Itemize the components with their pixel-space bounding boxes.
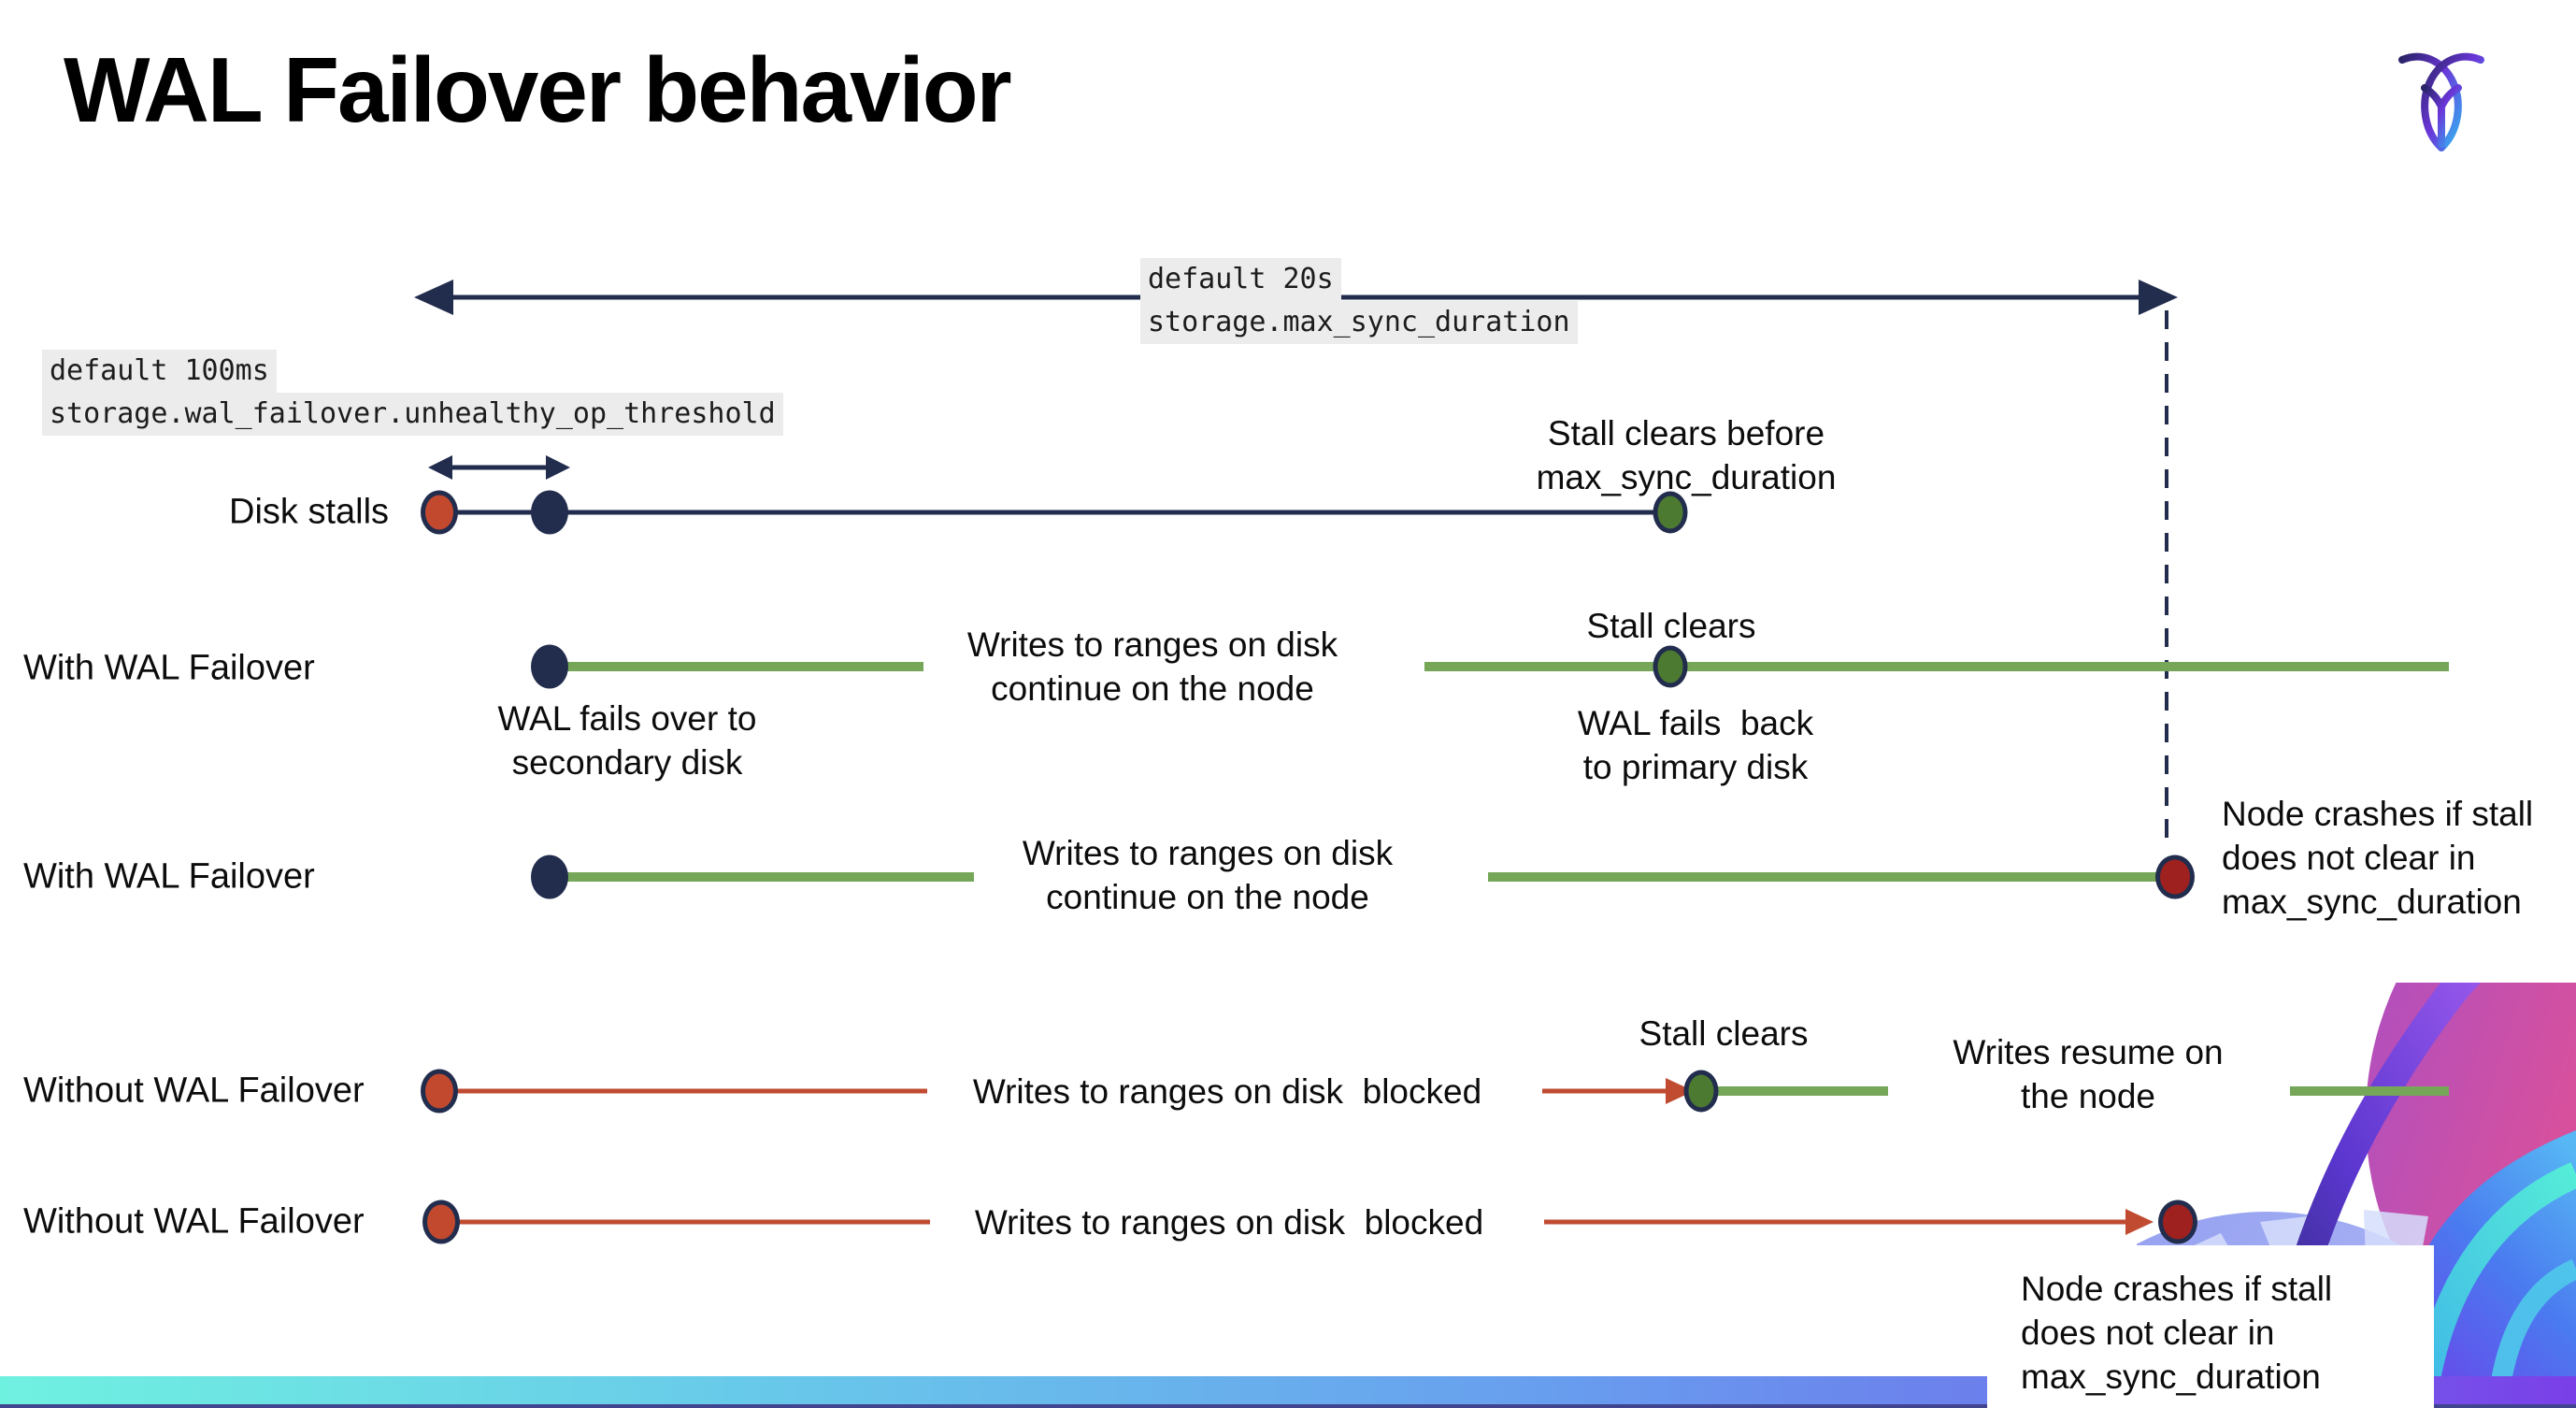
note-line: Stall clears before — [1547, 414, 1825, 453]
writes-blocked-note: Writes to ranges on disk blocked — [973, 1070, 1481, 1113]
unhealthy-threshold-default-label: default 100ms — [42, 350, 277, 393]
max-sync-default-label: default 20s — [1140, 258, 1341, 301]
wal-fails-back-note: WAL fails back to primary disk — [1578, 701, 1813, 789]
writes-continue-line — [1424, 662, 2449, 671]
writes-continue-line — [565, 662, 923, 671]
writes-continue-note: Writes to ranges on disk continue on the… — [1023, 831, 1393, 919]
writes-resume-note: Writes resume on the node — [1953, 1030, 2223, 1118]
wal-fails-over-note: WAL fails over to secondary disk — [498, 697, 757, 784]
note-line: WAL fails back — [1577, 704, 1814, 742]
max-sync-setting-label: storage.max_sync_duration — [1140, 301, 1578, 344]
note-line: does not clear in — [2222, 839, 2476, 877]
writes-blocked-line — [451, 1088, 927, 1094]
wal-failover-dot — [531, 644, 568, 689]
note-line: Writes to ranges on disk blocked — [974, 1203, 1484, 1242]
row-label-with-wal-failover-2: With WAL Failover — [23, 856, 315, 897]
writes-resume-line — [1714, 1086, 1888, 1096]
note-line: Node crashes if stall — [2021, 1270, 2333, 1308]
stall-clears-dot — [1653, 491, 1688, 534]
note-line: Writes to ranges on disk — [1022, 834, 1394, 872]
arrowhead-right-icon — [2139, 280, 2178, 315]
max-sync-deadline-dashed-line — [2165, 310, 2168, 851]
note-line: Stall clears — [1586, 607, 1756, 645]
row-label-disk-stalls: Disk stalls — [229, 492, 390, 532]
disk-stall-timeline-line — [439, 510, 1670, 515]
row-label-without-wal-failover-2: Without WAL Failover — [23, 1201, 365, 1242]
note-line: does not clear in — [2021, 1314, 2275, 1352]
disk-stall-start-dot — [421, 1069, 458, 1113]
writes-blocked-line — [1542, 1088, 1669, 1094]
writes-continue-line — [565, 872, 974, 882]
note-line: secondary disk — [511, 743, 743, 782]
note-line: continue on the node — [991, 669, 1314, 708]
footer-bottom-edge — [0, 1404, 2576, 1408]
node-crash-note: Node crashes if stall does not clear in … — [2222, 792, 2533, 924]
cockroachdb-logo-icon — [2398, 52, 2484, 151]
arrowhead-small-left-icon — [428, 455, 452, 480]
note-line: Writes to ranges on disk — [966, 625, 1338, 664]
note-line: Node crashes if stall — [2222, 795, 2534, 833]
note-line: to primary disk — [1582, 748, 1809, 786]
disk-stall-start-dot — [422, 1200, 460, 1244]
stall-clears-dot — [1653, 645, 1688, 688]
writes-resume-line — [2290, 1086, 2449, 1096]
note-line: max_sync_duration — [2222, 883, 2522, 921]
arrowhead-left-icon — [414, 280, 453, 315]
arrowhead-red-icon — [2125, 1209, 2154, 1235]
writes-continue-note: Writes to ranges on disk continue on the… — [967, 623, 1338, 711]
stall-clears-dot — [1683, 1070, 1719, 1113]
disk-stall-start-dot — [421, 490, 458, 535]
writes-blocked-line — [452, 1219, 930, 1225]
node-crash-dot — [2155, 855, 2195, 899]
wal-failover-dot — [531, 855, 568, 899]
stall-clears-before-note: Stall clears before max_sync_duration — [1537, 411, 1837, 499]
stall-clears-note: Stall clears — [1587, 604, 1756, 648]
stall-clears-note: Stall clears — [1639, 1012, 1809, 1056]
note-line: Writes to ranges on disk blocked — [972, 1072, 1482, 1111]
writes-blocked-line — [1544, 1219, 2129, 1225]
failover-threshold-dot — [531, 490, 568, 535]
crash-note-box: Node crashes if stall does not clear in … — [1987, 1245, 2434, 1408]
note-line: WAL fails over to — [497, 699, 757, 738]
row-label-with-wal-failover-1: With WAL Failover — [23, 648, 315, 688]
row-label-without-wal-failover-1: Without WAL Failover — [23, 1070, 365, 1111]
note-line: continue on the node — [1046, 878, 1369, 916]
page-title: WAL Failover behavior — [64, 38, 1012, 141]
note-line: Writes resume on — [1953, 1033, 2224, 1071]
note-line: max_sync_duration — [1536, 458, 1837, 496]
note-line: the node — [2020, 1077, 2156, 1115]
note-line: Stall clears — [1639, 1014, 1809, 1053]
writes-blocked-note: Writes to ranges on disk blocked — [975, 1200, 1483, 1244]
note-line: max_sync_duration — [2021, 1358, 2321, 1396]
unhealthy-threshold-setting-label: storage.wal_failover.unhealthy_op_thresh… — [42, 393, 783, 436]
unhealthy-threshold-arrow-line — [447, 465, 548, 470]
arrowhead-small-right-icon — [546, 455, 570, 480]
writes-continue-line — [1488, 872, 2159, 882]
node-crash-dot — [2158, 1200, 2197, 1244]
